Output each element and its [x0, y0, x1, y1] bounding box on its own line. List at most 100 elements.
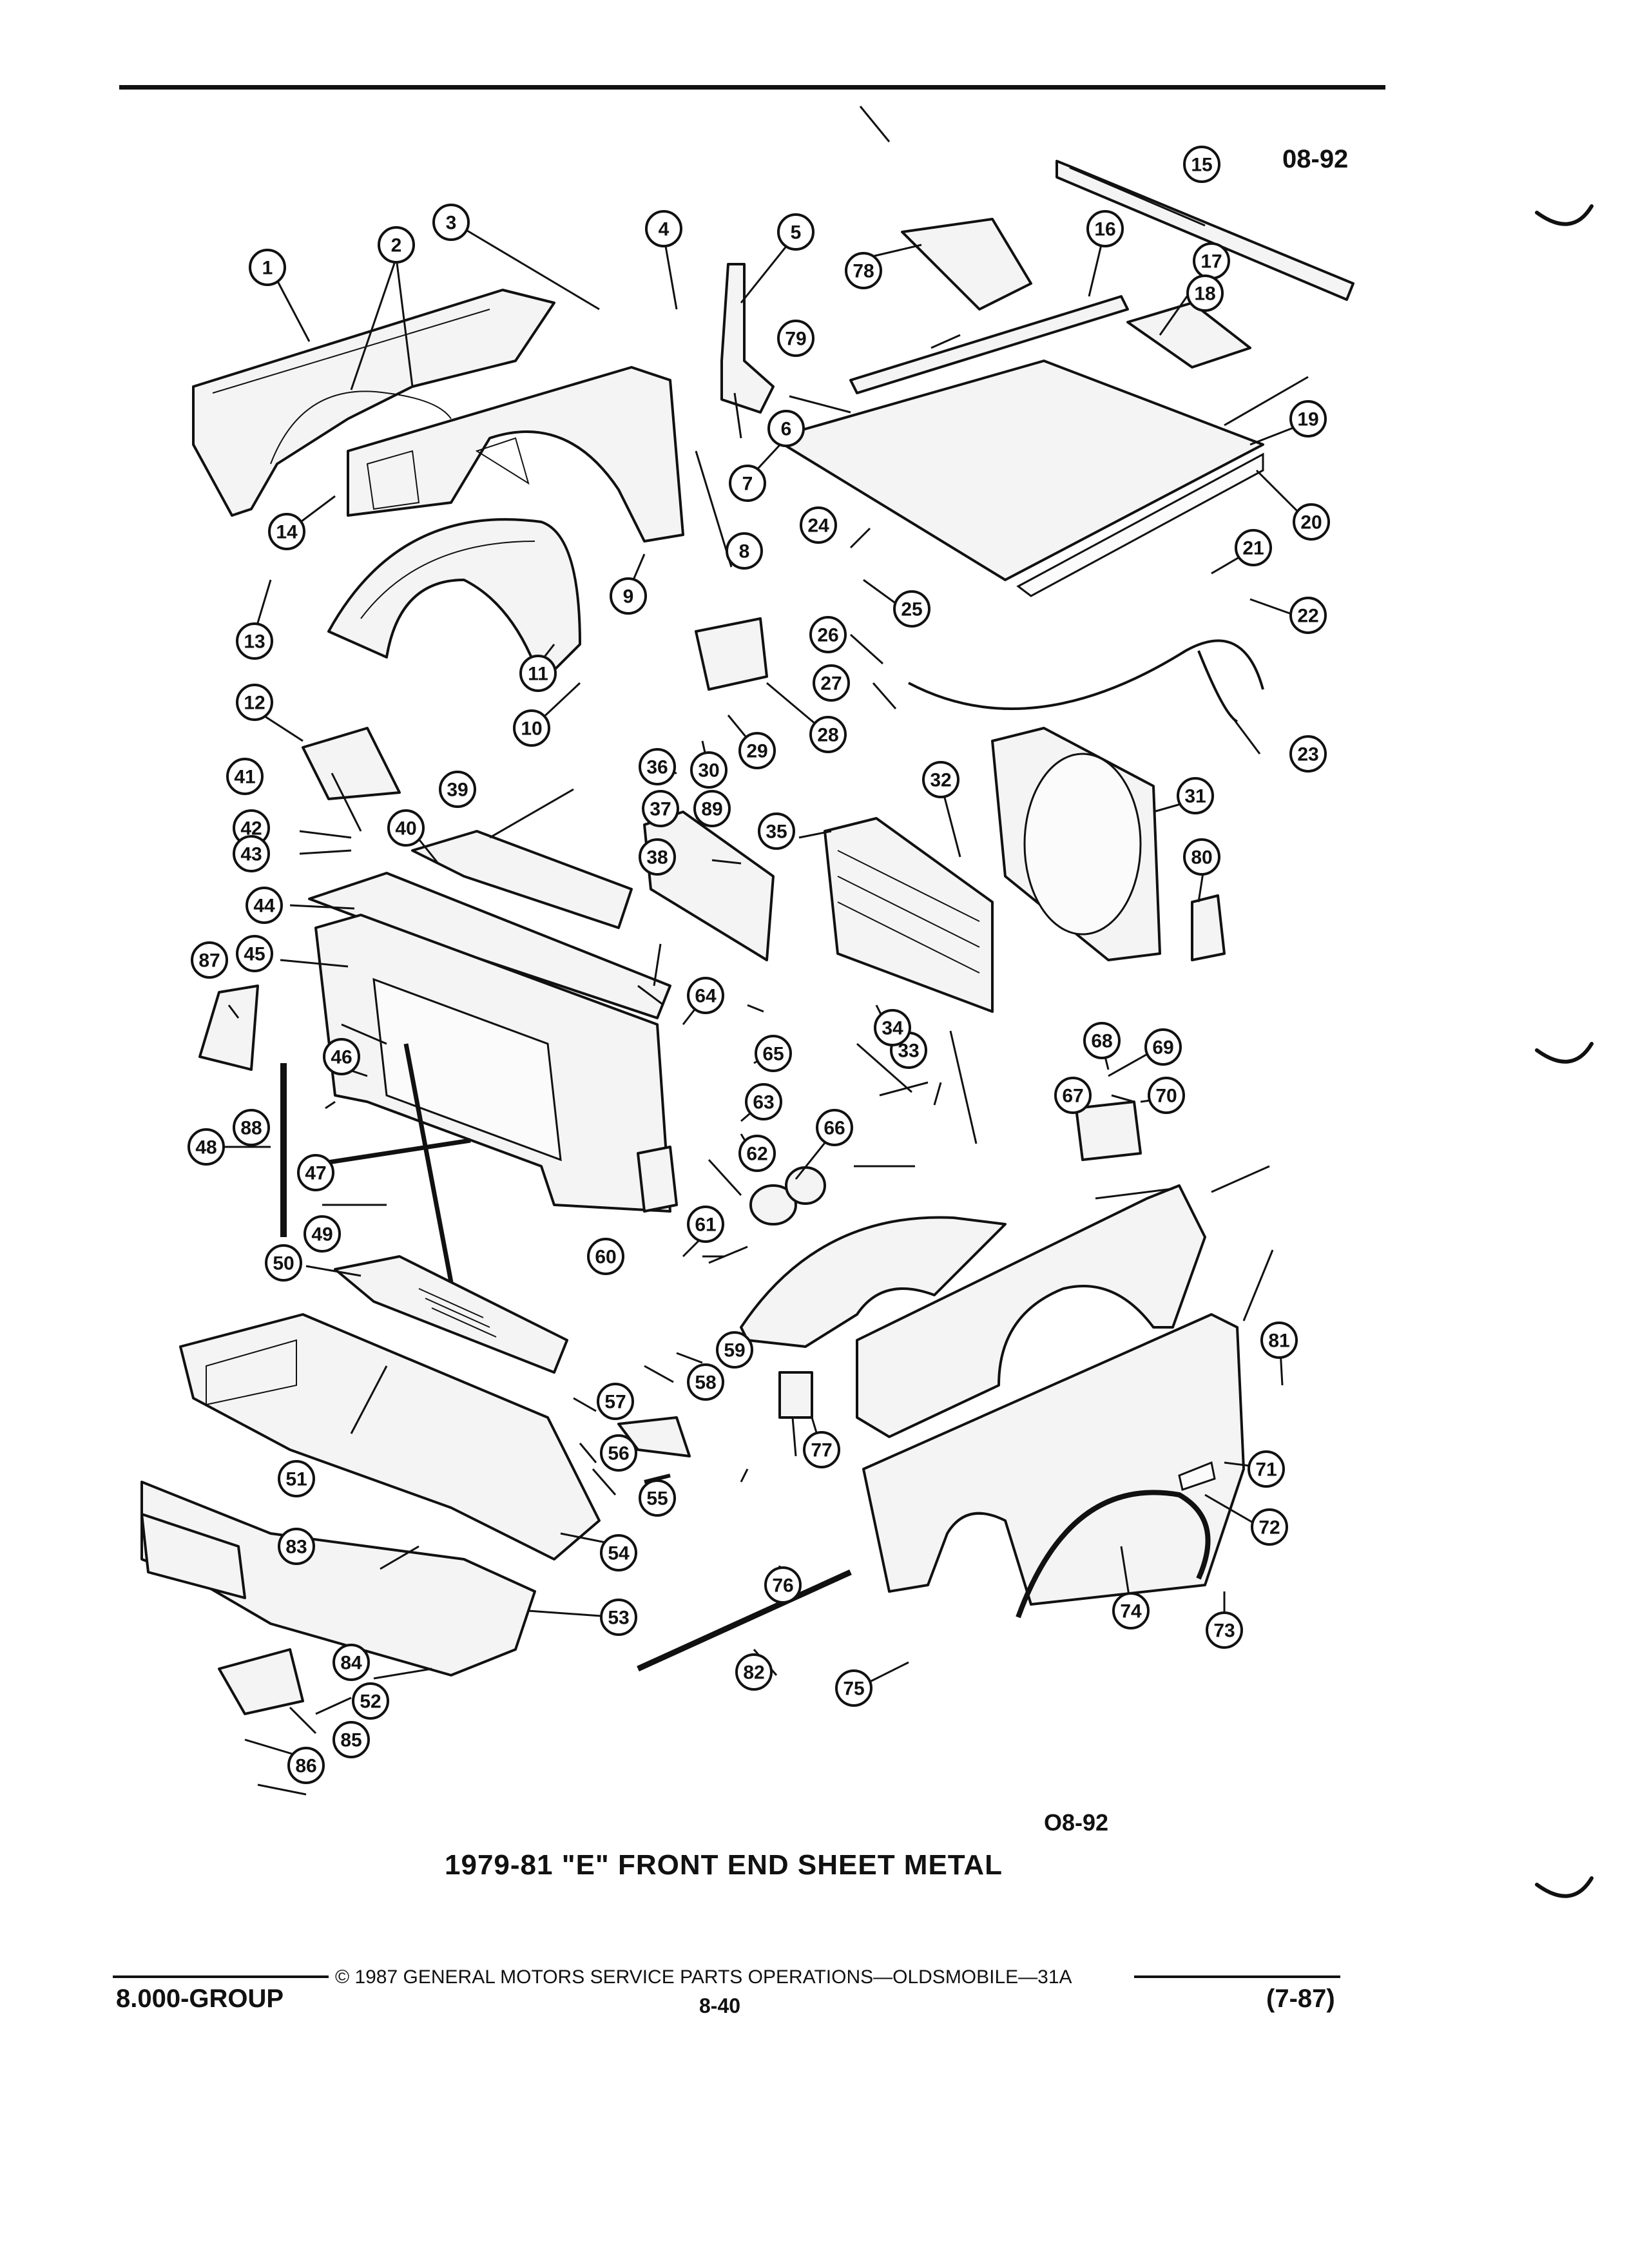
filler-panel-part: [334, 1255, 568, 1374]
callout-label: 78: [853, 261, 874, 282]
callout-6: 6: [767, 410, 805, 447]
callout-66: 66: [816, 1109, 853, 1146]
callout-56: 56: [600, 1434, 637, 1472]
callout-36: 36: [639, 748, 676, 785]
callout-label: 20: [1300, 512, 1322, 533]
callout-label: 88: [240, 1118, 262, 1139]
callout-label: 30: [698, 760, 719, 782]
callout-label: 60: [595, 1247, 616, 1268]
callout-35: 35: [758, 812, 795, 850]
callout-18: 18: [1186, 274, 1224, 312]
callout-label: 44: [253, 896, 275, 917]
callout-label: 83: [285, 1537, 307, 1558]
cowl-vent-grille-part: [1055, 160, 1354, 301]
callout-64: 64: [687, 977, 724, 1014]
callout-17: 17: [1193, 242, 1230, 280]
callout-22: 22: [1289, 597, 1327, 634]
callout-15: 15: [1183, 146, 1220, 183]
callout-9: 9: [610, 577, 647, 615]
page-number: 8-40: [699, 1994, 741, 2017]
callout-47: 47: [297, 1154, 334, 1191]
callout-76: 76: [764, 1566, 802, 1604]
callout-label: 47: [305, 1163, 326, 1184]
callout-4: 4: [645, 210, 682, 247]
callout-44: 44: [246, 887, 283, 924]
callout-label: 50: [273, 1253, 294, 1274]
callout-label: 52: [360, 1691, 381, 1713]
callout-label: 40: [395, 818, 416, 840]
callout-label: 35: [766, 822, 787, 843]
left-fender-part: [192, 289, 555, 517]
callout-59: 59: [716, 1331, 753, 1369]
callout-label: 3: [446, 213, 457, 234]
callout-label: 67: [1062, 1086, 1083, 1107]
callout-label: 31: [1184, 786, 1206, 807]
callout-label: 36: [646, 757, 668, 778]
callout-21: 21: [1235, 529, 1272, 566]
leader-lines: [206, 106, 1309, 1796]
callout-label: 7: [742, 474, 753, 495]
diagram-code-bottom: O8-92: [1044, 1809, 1109, 1836]
callout-45: 45: [236, 935, 273, 972]
callout-31: 31: [1177, 777, 1214, 814]
callout-label: 76: [772, 1575, 793, 1597]
callout-label: 77: [811, 1440, 832, 1461]
left-wheelhouse-panel-part: [347, 366, 684, 543]
callout-43: 43: [233, 835, 270, 872]
callout-34: 34: [874, 1009, 911, 1046]
callout-label: 54: [608, 1543, 630, 1564]
callout-label: 2: [391, 235, 402, 256]
fender-extension-part: [140, 1513, 304, 1715]
callout-label: 38: [646, 847, 668, 869]
callout-20: 20: [1293, 503, 1330, 541]
callout-label: 84: [340, 1653, 362, 1674]
callout-label: 61: [695, 1215, 716, 1236]
callout-49: 49: [304, 1215, 341, 1253]
callout-label: 69: [1152, 1037, 1173, 1059]
coolant-reservoir-part: [695, 617, 768, 691]
callout-label: 86: [295, 1756, 316, 1777]
callout-8: 8: [726, 532, 763, 570]
callout-73: 73: [1206, 1611, 1243, 1649]
callout-label: 28: [817, 725, 838, 746]
callout-71: 71: [1248, 1450, 1285, 1488]
callout-label: 48: [195, 1137, 217, 1158]
diagram-code-top: 08-92: [1282, 145, 1349, 173]
washer-pump-part: [778, 1371, 813, 1419]
callout-83: 83: [278, 1528, 315, 1565]
callout-7: 7: [729, 465, 766, 502]
callout-72: 72: [1251, 1508, 1288, 1546]
callout-label: 62: [746, 1144, 767, 1165]
radiator-part: [824, 817, 994, 1013]
callout-label: 64: [695, 986, 717, 1007]
callout-label: 22: [1297, 606, 1318, 627]
fan-shroud-part: [991, 727, 1161, 961]
callout-85: 85: [333, 1721, 370, 1758]
callout-77: 77: [803, 1431, 840, 1468]
callout-label: 13: [244, 631, 265, 653]
callout-label: 71: [1255, 1459, 1277, 1481]
callout-label: 24: [807, 515, 829, 537]
wheel-opening-molding-part: [1016, 1490, 1211, 1619]
condenser-part: [643, 811, 775, 961]
callout-label: 45: [244, 944, 265, 965]
callout-82: 82: [735, 1653, 773, 1691]
hood-part: [772, 360, 1264, 597]
footer-rule-right: [1134, 1975, 1340, 1978]
callout-79: 79: [777, 320, 815, 357]
callout-label: 25: [901, 599, 922, 620]
callout-label: 55: [646, 1488, 668, 1510]
callout-label: 14: [276, 522, 298, 543]
callout-1: 1: [249, 249, 286, 286]
callout-label: 5: [791, 222, 802, 244]
callout-67: 67: [1054, 1077, 1092, 1114]
hinge-bracket-part: [901, 218, 1032, 311]
callout-label: 29: [746, 741, 767, 762]
callout-label: 81: [1268, 1331, 1289, 1352]
callout-label: 70: [1155, 1086, 1177, 1107]
headlamp-housing-part: [179, 1313, 601, 1561]
bracket-part: [198, 727, 1226, 1213]
callout-label: 16: [1094, 219, 1115, 240]
callout-label: 15: [1191, 155, 1212, 176]
